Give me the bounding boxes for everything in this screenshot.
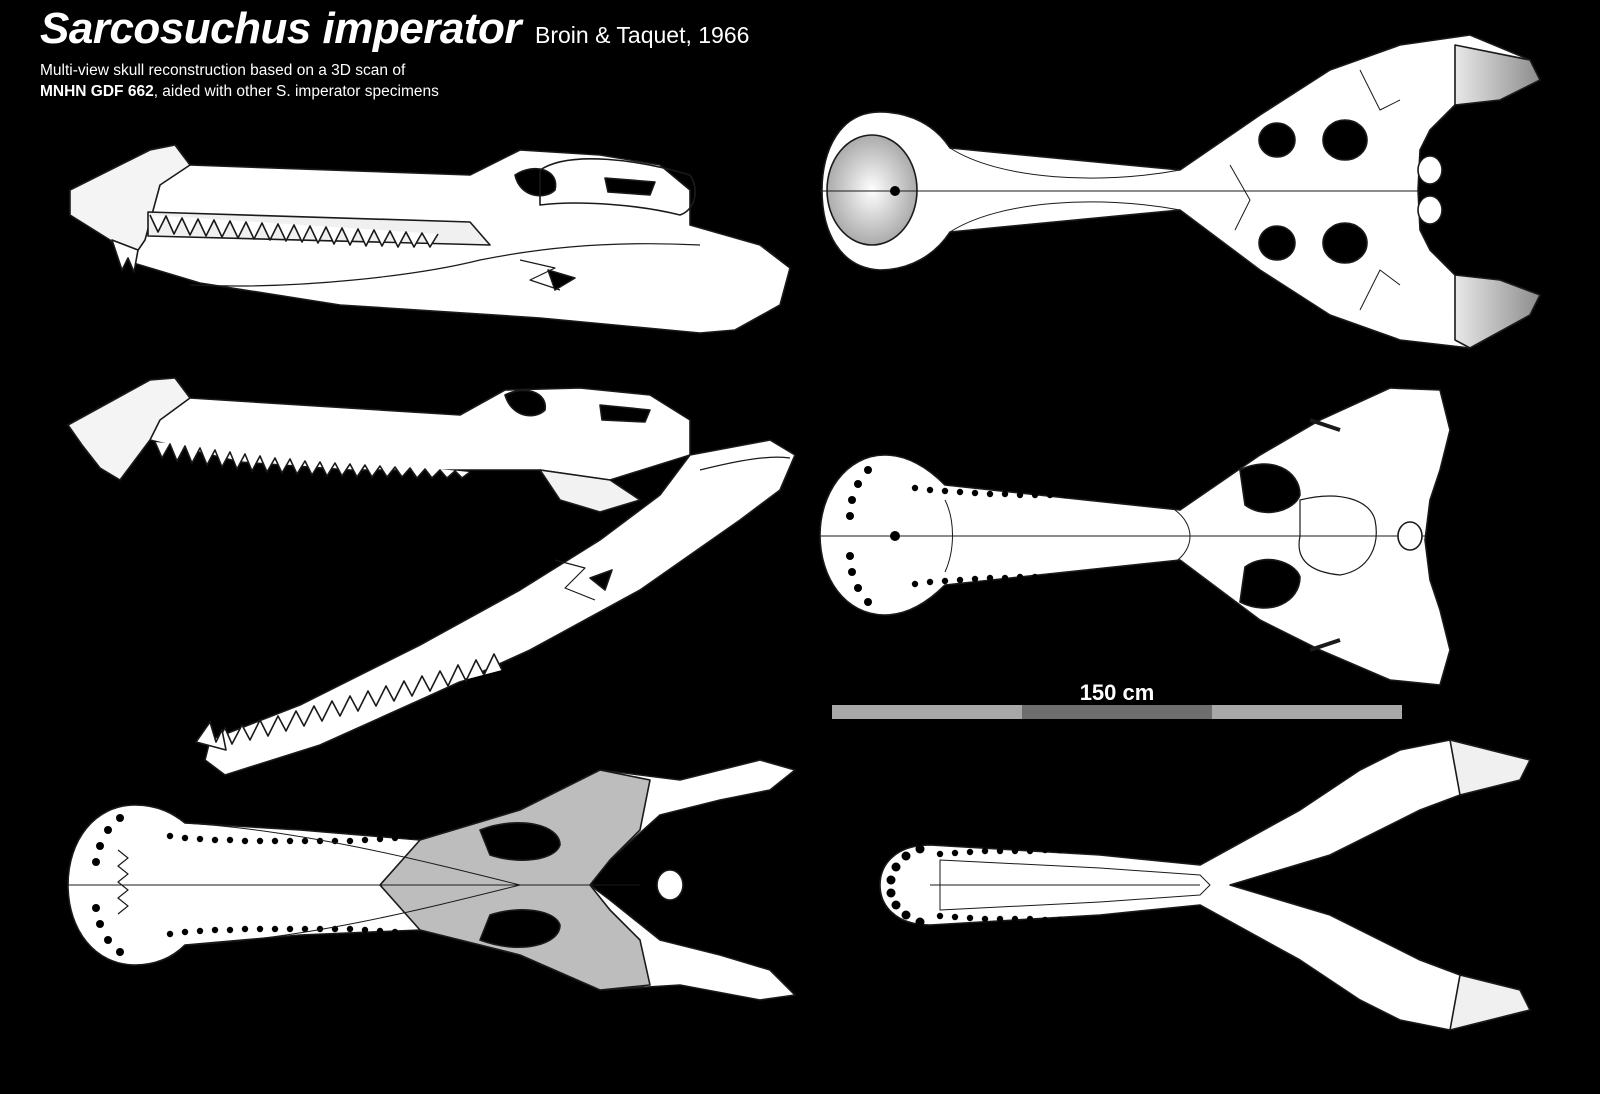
title-block: Sarcosuchus imperator Broin & Taquet, 19…: [40, 4, 749, 102]
palatal-suture: [944, 499, 1191, 573]
ventral-teeth-front: [117, 849, 129, 915]
dorsal-condyle-2: [1417, 195, 1443, 225]
lateral-closed-teeth: [149, 214, 439, 248]
subtitle: Multi-view skull reconstruction based on…: [40, 60, 749, 102]
lateral-closed-suture: [519, 259, 561, 291]
mandible-tip-lower: [1449, 974, 1531, 1031]
ventral-lower-alveoli: [166, 925, 414, 938]
lateral-open-lower-teeth: [214, 653, 503, 746]
lateral-closed-fenestra: [604, 177, 656, 196]
species-authority: Broin & Taquet, 1966: [535, 22, 750, 48]
dorsal-orbit-left-2: [1322, 119, 1368, 161]
scale-bar-segment-3: [1212, 705, 1402, 719]
palatal-pterygoid: [1298, 495, 1377, 576]
subtitle-line-2-rest: , aided with other S. imperator specimen…: [153, 83, 439, 100]
palatal-choana-left: [1239, 463, 1301, 514]
lateral-open-upper-teeth: [154, 441, 471, 479]
subtitle-line-1: Multi-view skull reconstruction based on…: [40, 62, 406, 79]
lateral-open-mandible: [204, 439, 796, 776]
palatal-choana-right: [1239, 558, 1301, 609]
lateral-open-orbit: [504, 389, 546, 417]
dorsal-suture-4: [1359, 69, 1401, 311]
dorsal-suture-1: [949, 147, 1181, 179]
dorsal-orbit-left-1: [1258, 122, 1296, 158]
lateral-open-mandible-upper: [539, 469, 641, 513]
lateral-view-closed: [69, 144, 791, 334]
scale-bar-segment-2: [1022, 705, 1212, 719]
specimen-id: MNHN GDF 662: [40, 83, 154, 100]
scale-bar: [832, 705, 1402, 719]
dorsal-orbit-right-2: [1322, 222, 1368, 264]
mandible-front-alveoli: [886, 844, 925, 927]
lateral-open-jaw-tip: [195, 721, 227, 751]
dorsal-tip-lower: [1454, 274, 1541, 349]
palatal-view: [819, 387, 1451, 686]
dorsal-tip-upper: [1454, 44, 1541, 106]
lateral-closed-bulla: [539, 158, 696, 216]
lateral-closed-orbit: [514, 167, 557, 197]
lateral-open-fenestra: [599, 404, 651, 423]
scale-bar-label: 150 cm: [1079, 680, 1155, 705]
ventral-choana-right: [479, 909, 561, 948]
scale-bar-segment-1: [832, 705, 1022, 719]
ventral-cranium-view: [67, 759, 796, 1001]
mandible-lower-alveoli: [936, 912, 1259, 993]
ventral-palate-shade: [379, 769, 651, 991]
mandible-inner-outline: [939, 859, 1211, 911]
ventral-condyle: [656, 869, 684, 901]
lateral-view-open: [67, 377, 796, 776]
palatal-lower-alveoli: [911, 573, 1228, 611]
lateral-open-premaxilla: [67, 377, 191, 481]
dorsal-condyle-1: [1417, 155, 1443, 185]
mandible-tip-upper: [1449, 739, 1531, 796]
ventral-premax-alveoli: [92, 814, 124, 956]
species-name: Sarcosuchus imperator: [40, 4, 522, 53]
dorsal-narial-dot: [890, 186, 900, 196]
lateral-open-mandible-edge: [699, 456, 791, 471]
subtitle-line-2: MNHN GDF 662, aided with other S. impera…: [40, 81, 749, 102]
mandible-upper-alveoli: [936, 777, 1259, 858]
lateral-closed-ramus-hole: [547, 269, 576, 291]
mandible-dorsal-view: [879, 739, 1531, 1031]
dorsal-orbit-right-1: [1258, 225, 1296, 261]
lateral-open-mandible-suture: [554, 559, 596, 601]
palatal-incisive-foramen: [890, 531, 900, 541]
palatal-ridge-upper: [1309, 418, 1341, 652]
ventral-choana-left: [479, 822, 561, 861]
lateral-closed-jaw-tip: [111, 239, 139, 273]
palatal-upper-alveoli: [911, 461, 1228, 499]
palatal-condyle: [1397, 521, 1423, 551]
lateral-closed-jaw-line: [189, 243, 701, 287]
dorsal-suture-3: [1229, 164, 1251, 231]
title-line: Sarcosuchus imperator Broin & Taquet, 19…: [40, 4, 749, 54]
lateral-open-mandible-hole: [589, 569, 613, 591]
palatal-premax-alveoli: [846, 466, 872, 606]
dorsal-naris: [826, 134, 918, 246]
ventral-jaw-line: [184, 822, 521, 946]
dorsal-suture-2: [949, 201, 1181, 233]
dorsal-view: [820, 34, 1541, 349]
